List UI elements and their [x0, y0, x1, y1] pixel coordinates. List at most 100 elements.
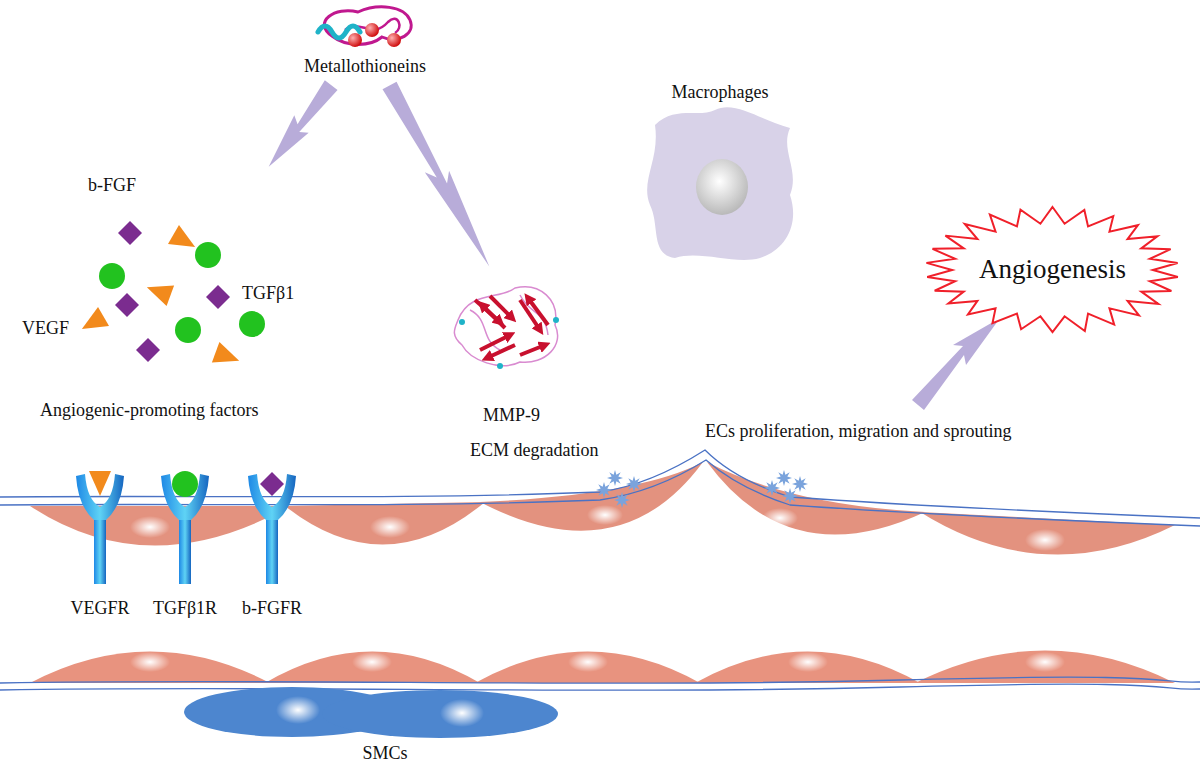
cell-nucleus — [130, 652, 170, 672]
ecm-fragment — [782, 488, 798, 504]
cell-nucleus — [276, 696, 320, 724]
endothelial-cell — [265, 652, 480, 684]
protein-turn — [459, 319, 465, 325]
receptor-stem — [94, 518, 106, 584]
receptor-label: b-FGFR — [242, 598, 302, 619]
metal-ion — [365, 23, 379, 37]
protein-turn — [497, 363, 503, 369]
tgf-circle — [195, 242, 221, 268]
starburst-node: Angiogenesis — [915, 205, 1190, 335]
ecm-fragments — [596, 470, 808, 508]
tgf-circle — [175, 317, 201, 343]
lightning-arrow — [383, 82, 490, 267]
cell-nucleus — [1025, 652, 1065, 672]
process-note: ECs proliferation, migration and sprouti… — [705, 421, 1011, 442]
node-text: SMCs — [362, 743, 407, 764]
cell-nucleus — [788, 652, 828, 672]
receptor-symbol — [76, 471, 124, 584]
fgf-diamond — [115, 293, 139, 317]
ecm-fragment — [626, 476, 642, 492]
receptor-symbol — [161, 471, 209, 584]
fgf-diamond — [118, 221, 142, 245]
receptor-stem — [266, 518, 278, 584]
node-text: Metallothioneins — [304, 56, 426, 77]
tgf-ligand — [172, 471, 198, 497]
endothelial-cell — [920, 512, 1175, 555]
beta-strands — [475, 296, 548, 358]
factor-cluster — [76, 221, 265, 371]
beta-strand — [487, 345, 515, 358]
node-text: Angiogenic-promoting factors — [40, 400, 258, 421]
protein-turn — [553, 317, 559, 323]
tgf-circle — [239, 311, 265, 337]
receptor-label: VEGFR — [70, 598, 129, 619]
ecm-fragment — [614, 492, 630, 508]
beta-strand — [520, 345, 545, 355]
node-text: Angiogenesis — [979, 254, 1126, 285]
endothelial-cell — [30, 652, 270, 684]
cell-label: SMCs — [180, 685, 590, 769]
basement-membrane — [0, 677, 1200, 683]
beta-strand — [528, 298, 548, 325]
protein-coil — [470, 295, 548, 350]
protein-turns — [459, 317, 559, 369]
lightning-arrow — [269, 80, 338, 167]
cell-nucleus — [568, 652, 608, 672]
fgf-diamond — [136, 338, 160, 362]
cell-label: Macrophages — [640, 78, 800, 265]
vegf-triangle — [143, 277, 174, 306]
cell-nucleus — [762, 508, 798, 528]
smooth-muscle-cells — [184, 687, 558, 738]
metallothionein-structure — [318, 7, 411, 47]
receptor-label: TGFβ1R — [153, 598, 217, 619]
node-text: Macrophages — [672, 82, 769, 103]
receptors — [76, 471, 296, 584]
starburst-shape — [926, 207, 1177, 332]
tgf-circle — [99, 263, 125, 289]
metal-ion — [387, 33, 401, 47]
node-text: b-FGF — [88, 175, 136, 196]
basement-membrane — [0, 684, 1200, 690]
basement-membrane — [0, 460, 1200, 526]
ecm-fragment — [764, 480, 780, 496]
vegf-triangle — [76, 307, 109, 339]
ecm-fragment — [776, 470, 792, 486]
protein-coil — [454, 287, 557, 366]
endothelial-cell — [480, 462, 703, 531]
vessel-wall-layer — [0, 651, 1200, 691]
macrophage-cell — [647, 107, 793, 260]
endothelial-cell — [285, 502, 485, 545]
node-text: TGFβ1 — [242, 283, 294, 304]
macrophage-body — [647, 107, 793, 260]
cell-nucleus — [587, 505, 623, 525]
receptor-symbol — [248, 472, 296, 584]
lightning-arrow — [912, 318, 1000, 410]
ecm-fragment — [792, 476, 808, 492]
cell-nucleus — [352, 652, 392, 672]
fgf-ligand — [260, 472, 284, 496]
node-text: MMP-9 — [483, 405, 540, 426]
node-text: ECM degradation — [470, 440, 598, 461]
mmp9-structure — [454, 287, 559, 369]
fgf-diamond — [206, 285, 230, 309]
endothelial-cell — [30, 506, 290, 546]
endothelial-cell — [695, 652, 920, 684]
enzyme-group: MMP-9ECM degradation — [450, 270, 640, 465]
ecm-fragment — [607, 470, 623, 486]
protein-label: Metallothioneins — [290, 0, 440, 82]
metal-ion — [348, 33, 362, 47]
macrophage-nucleus — [696, 159, 748, 215]
cell-nucleus — [440, 699, 484, 727]
factor-group: b-FGFTGFβ1VEGFAngiogenic-promoting facto… — [15, 170, 320, 428]
cell-nucleus — [130, 516, 170, 538]
endothelial-cell — [475, 652, 700, 684]
vegf-ligand — [89, 471, 111, 496]
cell-nucleus — [1025, 529, 1065, 551]
vegf-triangle — [212, 342, 243, 371]
smc-cell — [322, 690, 558, 738]
beta-strand — [490, 296, 512, 318]
